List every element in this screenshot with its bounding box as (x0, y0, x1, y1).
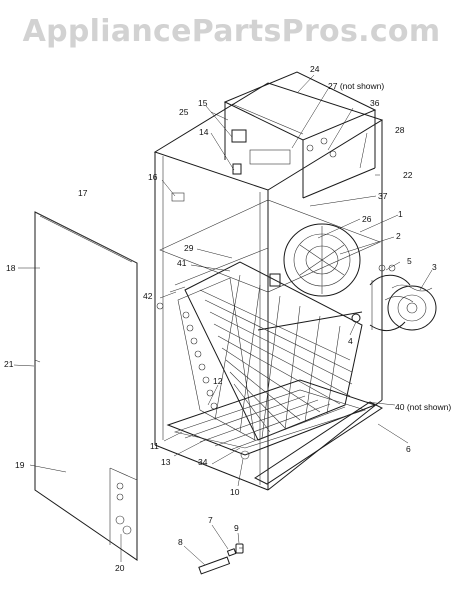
callout-25: 25 (179, 107, 189, 117)
callout-12: 12 (213, 376, 223, 386)
blower-motor (351, 264, 437, 332)
front-panel (34, 211, 138, 561)
callout-labels: 24 27 (not shown) 36 28 22 15 25 14 16 3… (4, 64, 451, 573)
callout-41: 41 (177, 258, 187, 268)
loose-parts (198, 543, 244, 575)
callout-16: 16 (148, 172, 158, 182)
bottom-rail (254, 401, 383, 485)
callout-34: 34 (198, 457, 208, 467)
callout-9: 9 (234, 523, 239, 533)
blower-wheel (283, 223, 361, 297)
callout-37: 37 (378, 191, 388, 201)
callout-4: 4 (348, 336, 353, 346)
callout-14: 14 (199, 127, 209, 137)
callout-29: 29 (184, 243, 194, 253)
callout-20: 20 (115, 563, 125, 573)
callout-1: 1 (398, 209, 403, 219)
callout-26: 26 (362, 214, 372, 224)
callout-28: 28 (395, 125, 405, 135)
callout-24: 24 (310, 64, 320, 74)
callout-15: 15 (198, 98, 208, 108)
callout-11: 11 (150, 441, 159, 451)
callout-17: 17 (78, 188, 88, 198)
callout-3: 3 (432, 262, 437, 272)
callout-7: 7 (208, 515, 213, 525)
leader-lines (13, 74, 433, 566)
callout-5: 5 (407, 256, 412, 266)
callout-27: 27 (not shown) (328, 81, 384, 91)
evaporator-coil (177, 261, 363, 441)
callout-42: 42 (143, 291, 153, 301)
callout-6: 6 (406, 444, 411, 454)
cabinet (153, 82, 384, 491)
callout-36: 36 (370, 98, 380, 108)
callout-8: 8 (178, 537, 183, 547)
control-brackets (156, 129, 281, 310)
callout-10: 10 (230, 487, 240, 497)
callout-2: 2 (396, 231, 401, 241)
callout-21: 21 (4, 359, 14, 369)
partition-shelf (159, 199, 381, 293)
top-panel-box (223, 71, 377, 199)
callout-22: 22 (403, 170, 413, 180)
callout-40: 40 (not shown) (395, 402, 451, 412)
watermark: AppliancePartsPros.com (22, 14, 441, 49)
callout-13: 13 (161, 457, 171, 467)
callout-18: 18 (6, 263, 16, 273)
callout-19: 19 (15, 460, 25, 470)
